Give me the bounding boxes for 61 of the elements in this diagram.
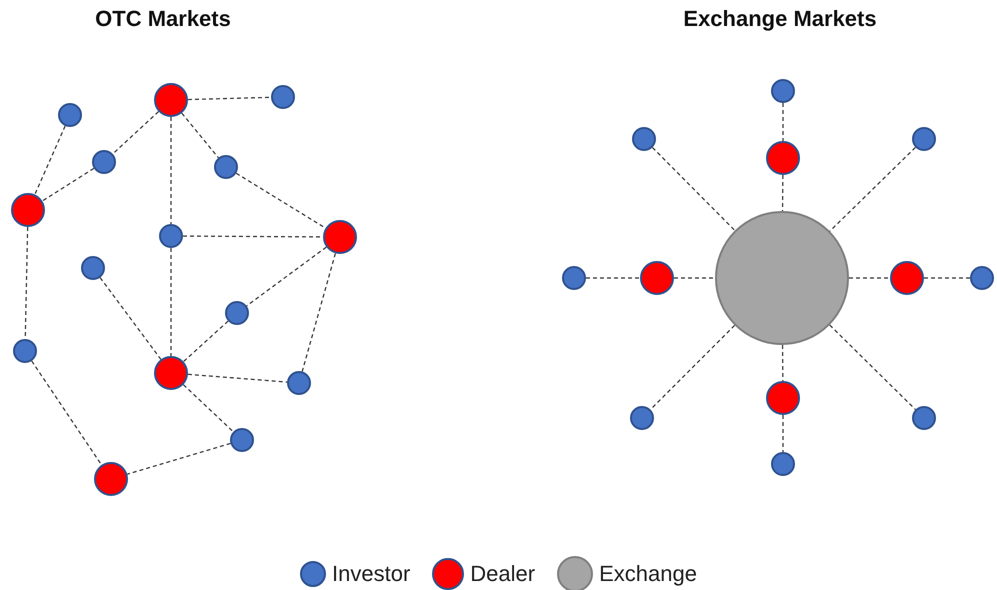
section-heading: OTC Markets bbox=[95, 6, 231, 32]
investor-circle bbox=[58, 103, 82, 127]
dashed-connector bbox=[236, 172, 326, 229]
dashed-connector bbox=[652, 147, 736, 231]
dealer-circle bbox=[640, 261, 674, 295]
dashed-connector bbox=[674, 277, 715, 279]
legend-label: Investor bbox=[332, 561, 410, 587]
investor-circle bbox=[225, 301, 249, 325]
dashed-connector bbox=[829, 146, 916, 232]
investor-circle bbox=[159, 224, 183, 248]
investor-circle bbox=[912, 127, 936, 151]
dashed-connector bbox=[34, 126, 66, 195]
dashed-connector bbox=[42, 168, 94, 202]
legend-label: Dealer bbox=[470, 561, 536, 587]
section-heading: Exchange Markets bbox=[683, 6, 877, 32]
dealer-circle bbox=[766, 381, 800, 415]
dashed-connector bbox=[782, 103, 784, 141]
dealer-circle bbox=[890, 261, 924, 295]
investor-circle bbox=[92, 150, 116, 174]
investor-circle bbox=[771, 79, 795, 103]
legend-label: Exchange bbox=[599, 561, 697, 587]
dashed-connector bbox=[112, 111, 159, 154]
investor-circle bbox=[214, 155, 238, 179]
dashed-connector bbox=[183, 320, 229, 362]
dashed-connector bbox=[31, 360, 102, 466]
dashed-connector bbox=[782, 415, 784, 452]
dealer-circle bbox=[154, 83, 188, 117]
dashed-connector bbox=[829, 324, 916, 410]
dashed-connector bbox=[849, 277, 890, 279]
dashed-connector bbox=[246, 246, 327, 306]
dashed-connector bbox=[302, 253, 336, 372]
dealer-circle bbox=[94, 462, 128, 496]
dashed-connector bbox=[188, 374, 288, 383]
dashed-connector bbox=[183, 235, 323, 238]
investor-circle bbox=[287, 371, 311, 395]
investor-circle bbox=[771, 452, 795, 476]
dealer-circle bbox=[11, 193, 45, 227]
dealer-circle bbox=[154, 356, 188, 390]
dashed-connector bbox=[782, 175, 784, 211]
investor-circle bbox=[81, 256, 105, 280]
dashed-connector bbox=[170, 248, 172, 356]
dealer-circle bbox=[766, 141, 800, 175]
investor-circle bbox=[970, 266, 994, 290]
investor-circle bbox=[271, 85, 295, 109]
dashed-connector bbox=[182, 384, 234, 432]
investor-circle bbox=[230, 428, 254, 452]
dashed-connector bbox=[650, 324, 736, 410]
investor-circle bbox=[912, 406, 936, 430]
dashed-connector bbox=[188, 96, 272, 100]
dashed-connector bbox=[127, 442, 231, 475]
dashed-connector bbox=[924, 277, 970, 279]
investor-circle bbox=[562, 266, 586, 290]
dashed-connector bbox=[586, 277, 640, 279]
dashed-connector bbox=[181, 112, 219, 158]
dashed-connector bbox=[782, 345, 784, 381]
investor-circle bbox=[630, 406, 654, 430]
investor-circle bbox=[13, 339, 37, 363]
dashed-connector bbox=[100, 277, 162, 360]
investor-circle bbox=[632, 127, 656, 151]
dealer-circle bbox=[323, 220, 357, 254]
dashed-connector bbox=[170, 117, 172, 224]
